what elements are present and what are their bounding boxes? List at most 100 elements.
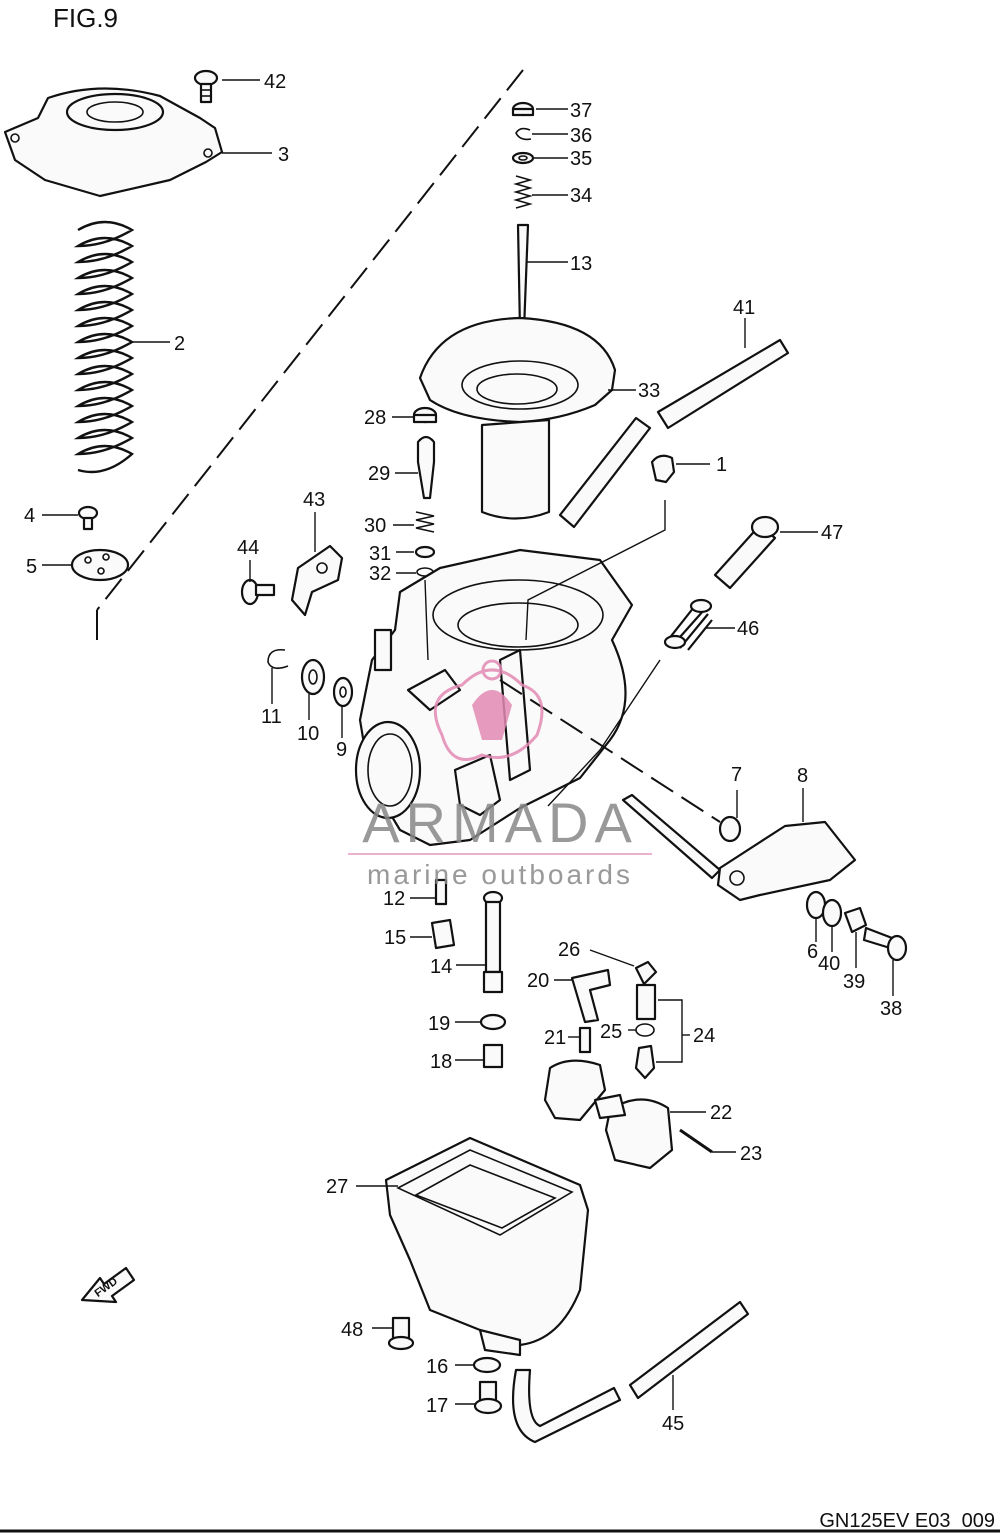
callout-28: 28 (364, 407, 386, 429)
callout-12: 12 (383, 888, 405, 910)
leader-lines (42, 79, 894, 1410)
callout-35: 35 (570, 148, 592, 170)
part-19-washer (479, 1013, 507, 1031)
part-42-screw (193, 69, 219, 104)
part-12-pilot-jet (434, 878, 448, 906)
part-34-spring (513, 175, 533, 209)
callout-15: 15 (384, 927, 406, 949)
callout-1: 1 (716, 454, 727, 476)
part-17-drain-screw (473, 1380, 503, 1415)
part-29-pilot-screw (416, 435, 436, 500)
callout-33: 33 (638, 380, 660, 402)
callout-13: 13 (570, 253, 592, 275)
part-39-nut (843, 906, 868, 934)
part-11-clip (267, 648, 289, 670)
callout-41: 41 (733, 297, 755, 319)
part-15-main-jet (430, 918, 456, 950)
callout-18: 18 (430, 1051, 452, 1073)
part-28-cap (412, 406, 438, 424)
callout-14: 14 (430, 956, 452, 978)
figure-code: GN125EV E03_009 (819, 1510, 995, 1532)
callout-24: 24 (693, 1025, 715, 1047)
part-5-plate (70, 548, 130, 582)
callout-3: 3 (278, 144, 289, 166)
watermark: ARMADA marine outboards (348, 659, 652, 890)
part-7-washer (718, 815, 742, 843)
callout-42: 42 (264, 71, 286, 93)
part-8-throttle-lever (621, 793, 857, 902)
part-10-washer (300, 658, 326, 696)
part-18-jet-holder (482, 1043, 504, 1069)
part-46-spring (663, 598, 713, 651)
callout-2: 2 (174, 333, 185, 355)
part-9-washer (332, 676, 354, 708)
callout-16: 16 (426, 1356, 448, 1378)
part-26-valve (634, 960, 658, 986)
watermark-logo-icon (433, 659, 544, 761)
figure-title: FIG.9 (53, 3, 118, 33)
part-14-needle-jet (482, 890, 504, 994)
callout-29: 29 (368, 463, 390, 485)
callout-43: 43 (303, 489, 325, 511)
part-22-float (543, 1059, 674, 1170)
part-1-plug (650, 454, 676, 484)
part-41-hose (558, 338, 790, 529)
callout-31: 31 (369, 543, 391, 565)
callout-20: 20 (527, 970, 549, 992)
part-31-washer (414, 545, 436, 559)
callout-32: 32 (369, 563, 391, 585)
callout-8: 8 (797, 765, 808, 787)
callout-38: 38 (880, 998, 902, 1020)
part-27-float-chamber (384, 1136, 590, 1357)
part-48-screw (387, 1316, 415, 1351)
part-43-bracket (290, 544, 344, 617)
callout-27: 27 (326, 1176, 348, 1198)
part-20-clip (570, 968, 612, 1024)
part-3-top-cap (3, 87, 224, 198)
callout-10: 10 (297, 723, 319, 745)
callout-22: 22 (710, 1102, 732, 1124)
callout-4: 4 (24, 505, 35, 527)
callout-21: 21 (544, 1027, 566, 1049)
callout-5: 5 (26, 556, 37, 578)
callout-6: 6 (807, 941, 818, 963)
part-33-diaphragm-piston (418, 316, 617, 520)
part-36-clip (515, 127, 532, 141)
callout-39: 39 (843, 971, 865, 993)
callout-48: 48 (341, 1319, 363, 1341)
callout-30: 30 (364, 515, 386, 537)
callout-26: 26 (558, 939, 580, 961)
part-45-hose (511, 1300, 750, 1444)
part-37-washer (511, 101, 535, 117)
callout-25: 25 (600, 1021, 622, 1043)
callout-36: 36 (570, 125, 592, 147)
part-16-washer (472, 1356, 502, 1374)
part-2-spring (73, 220, 135, 474)
watermark-brand: ARMADA (362, 791, 638, 854)
part-21-screw (578, 1026, 592, 1054)
part-44-screw (240, 578, 276, 606)
callout-37: 37 (570, 100, 592, 122)
part-40-washer (821, 898, 843, 928)
callout-7: 7 (731, 764, 742, 786)
callout-46: 46 (737, 618, 759, 640)
callout-19: 19 (428, 1013, 450, 1035)
part-25-o-ring (635, 1023, 655, 1037)
callout-labels: 42 3 2 4 5 37 36 35 34 13 41 33 28 1 29 … (24, 71, 902, 1435)
part-47-throttle-stop-screw (713, 515, 780, 590)
part-38-screw (862, 926, 908, 962)
callout-44: 44 (237, 537, 259, 559)
part-23-pin (679, 1128, 713, 1154)
callout-9: 9 (336, 739, 347, 761)
part-35-washer (511, 151, 535, 165)
callout-47: 47 (821, 522, 843, 544)
callout-23: 23 (740, 1143, 762, 1165)
watermark-tagline: marine outboards (367, 859, 633, 890)
callout-45: 45 (662, 1413, 684, 1435)
callout-11: 11 (261, 706, 282, 728)
callout-34: 34 (570, 185, 592, 207)
part-30-spring (415, 511, 435, 533)
group-boundary-lines (96, 69, 524, 640)
fwd-arrow: FWD (80, 1266, 136, 1304)
